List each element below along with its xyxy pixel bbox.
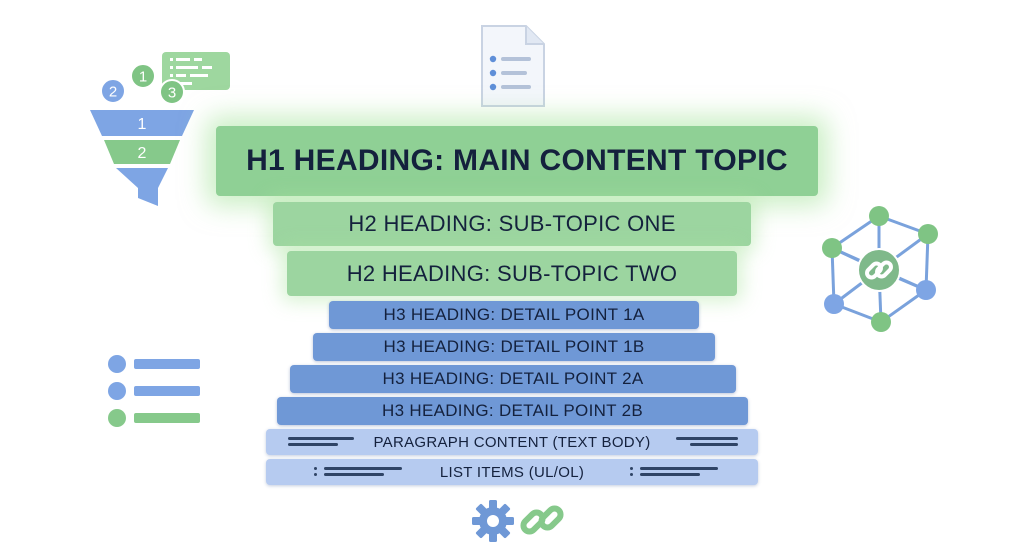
paragraph-content-bar: PARAGRAPH CONTENT (TEXT BODY)	[266, 429, 758, 455]
h3-heading-bar: H3 HEADING: DETAIL POINT 1A	[329, 301, 699, 329]
text-line-decoration	[640, 473, 700, 476]
h3-heading-bar: H3 HEADING: DETAIL POINT 2A	[290, 365, 736, 393]
text-line-decoration	[690, 443, 738, 446]
document-icon	[481, 25, 545, 107]
text-line-decoration	[676, 437, 738, 440]
text-line-decoration	[288, 437, 354, 440]
funnel-level-label: 2	[138, 145, 147, 162]
text-line-decoration	[640, 467, 718, 470]
list-items-label: LIST ITEMS (UL/OL)	[439, 463, 585, 481]
h3-heading-label: H3 HEADING: DETAIL POINT 2A	[382, 369, 644, 388]
text-line-decoration	[324, 473, 384, 476]
h3-heading-label: H3 HEADING: DETAIL POINT 2B	[382, 401, 643, 420]
funnel-badge: 1	[139, 69, 147, 86]
list-bullet-decoration	[630, 473, 633, 476]
list-items-bar: LIST ITEMS (UL/OL)	[266, 459, 758, 485]
funnel-badge: 2	[109, 84, 117, 101]
h1-heading-bar: H1 HEADING: MAIN CONTENT TOPIC	[216, 126, 818, 196]
list-bullet-decoration	[314, 473, 317, 476]
h3-heading-bar: H3 HEADING: DETAIL POINT 2B	[277, 397, 748, 425]
h2-heading-bar: H2 HEADING: SUB-TOPIC ONE	[273, 202, 751, 246]
funnel-icon: 2 1 3 1 2	[90, 52, 230, 206]
gear-icon	[472, 500, 514, 542]
list-bullet-decoration	[630, 467, 633, 470]
list-bullet-decoration	[314, 467, 317, 470]
funnel-level-label: 1	[138, 116, 147, 133]
link-icon	[520, 505, 564, 535]
h3-heading-label: H3 HEADING: DETAIL POINT 1B	[383, 337, 645, 356]
h1-heading-label: H1 HEADING: MAIN CONTENT TOPIC	[246, 144, 788, 177]
h3-heading-bar: H3 HEADING: DETAIL POINT 1B	[313, 333, 715, 361]
h3-heading-label: H3 HEADING: DETAIL POINT 1A	[383, 305, 645, 324]
bullet-list-icon	[108, 355, 200, 427]
text-line-decoration	[324, 467, 402, 470]
h2-heading-bar: H2 HEADING: SUB-TOPIC TWO	[287, 251, 737, 296]
paragraph-content-label: PARAGRAPH CONTENT (TEXT BODY)	[373, 433, 651, 451]
h2-heading-label: H2 HEADING: SUB-TOPIC TWO	[346, 260, 678, 286]
link-network-icon	[822, 206, 938, 332]
h2-heading-label: H2 HEADING: SUB-TOPIC ONE	[348, 211, 676, 236]
text-line-decoration	[288, 443, 338, 446]
funnel-badge: 3	[168, 85, 176, 102]
